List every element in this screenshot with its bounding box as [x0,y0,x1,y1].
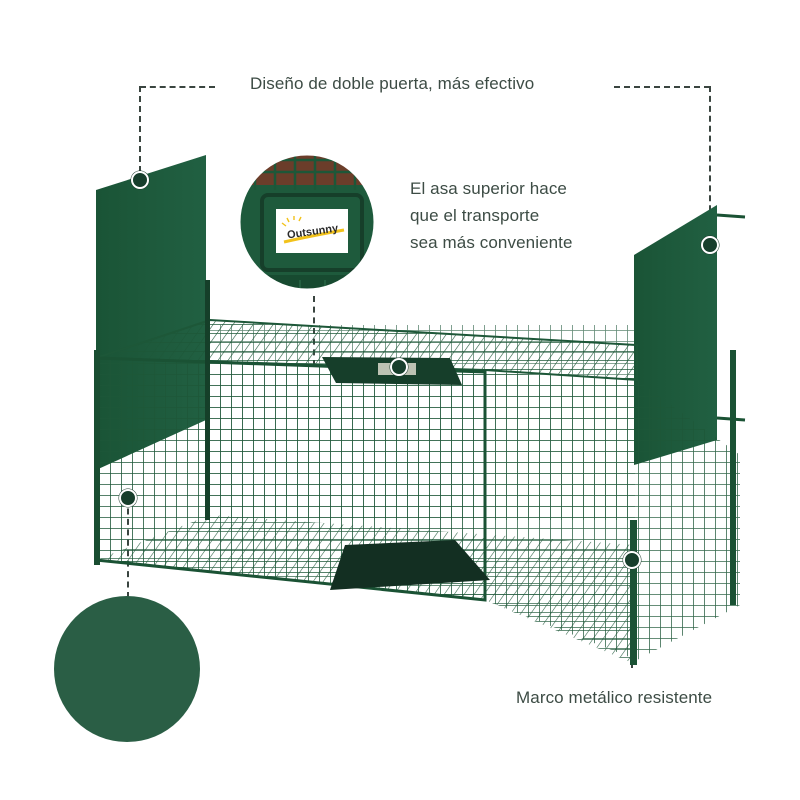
handle-label-line3: sea más conveniente [410,233,573,252]
frame-label: Marco metálico resistente [516,688,713,707]
leader-top-left-h [140,86,215,88]
handle-detail-inset [240,155,374,289]
handle-label-line2: que el transporte [410,206,540,225]
callout-dot-handle [390,358,408,376]
trigger-plate [330,540,490,590]
color-swatch [54,596,200,742]
handle-label-line1: El asa superior hace [410,179,567,198]
callout-dot-frame-right [623,551,641,569]
cage-bottom [96,515,635,662]
callout-dot-right-door [701,236,719,254]
double-door-label: Diseño de doble puerta, más efectivo [250,74,535,93]
callout-dot-frame-left [119,489,137,507]
leader-top-right-h [614,86,710,88]
callout-dot-left-door [131,171,149,189]
leader-top-left-v [139,86,141,172]
leader-top-right-v [709,86,711,241]
